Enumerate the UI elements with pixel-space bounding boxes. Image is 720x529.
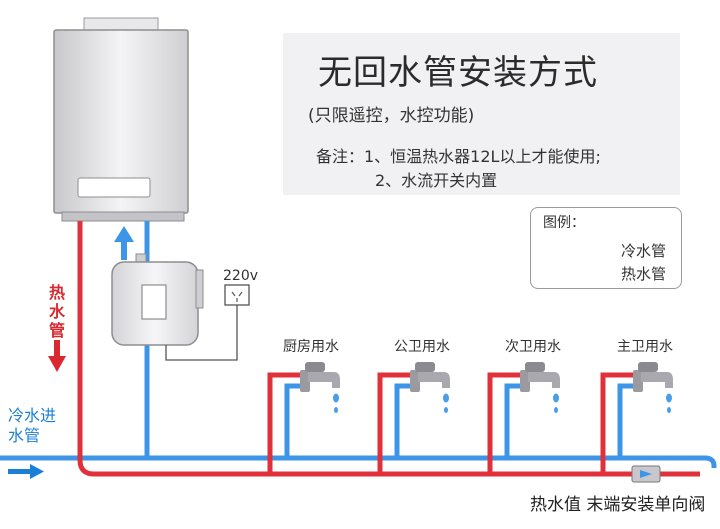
- legend-title: 图例：: [543, 215, 585, 231]
- faucet-icon: [633, 362, 673, 413]
- title-panel: [283, 33, 680, 195]
- flow-arrow-icon: [114, 226, 134, 260]
- diagram-title: 无回水管安装方式: [318, 53, 598, 93]
- cold-inlet-label: 冷水进水管: [8, 406, 57, 445]
- check-valve-icon: [631, 465, 661, 483]
- legend-panel: [530, 207, 682, 289]
- faucet-icon: [300, 362, 340, 413]
- fixture-master-bath: [600, 372, 636, 474]
- circulation-pump-icon: [111, 253, 204, 346]
- note-line-1: 备注：1、恒温热水器12L以上才能使用;: [316, 147, 601, 166]
- fixture-kitchen: [267, 372, 303, 474]
- diagram-subtitle: (只限遥控，水控功能): [308, 106, 475, 126]
- power-socket-icon: [224, 284, 250, 306]
- legend-hot-label: 热水管: [621, 265, 667, 283]
- hot-flow-arrow-icon: [48, 340, 66, 372]
- hot-main-pipe: [77, 221, 700, 477]
- kitchen-label: 厨房用水: [283, 339, 339, 355]
- legend-cold-label: 冷水管: [621, 242, 667, 260]
- public-bath-label: 公卫用水: [394, 339, 450, 355]
- master-bath-label: 主卫用水: [617, 339, 673, 355]
- power-wire: [165, 305, 238, 361]
- fixture-second-bath: [487, 372, 523, 474]
- faucet-icon: [410, 362, 450, 413]
- cold-main-pipe: [0, 455, 717, 468]
- voltage-label: 220v: [223, 268, 259, 284]
- note-line-2: 2、水流开关内置: [375, 171, 498, 190]
- fixture-public-bath: [377, 372, 413, 474]
- footer-note: 热水值 末端安装单向阀: [530, 490, 706, 515]
- faucet-icon: [520, 362, 560, 413]
- water-heater-icon: [53, 17, 189, 222]
- hot-pipe-label: 热水管: [48, 283, 65, 340]
- cold-inlet-arrow-icon: [8, 464, 44, 479]
- second-bath-label: 次卫用水: [505, 339, 561, 355]
